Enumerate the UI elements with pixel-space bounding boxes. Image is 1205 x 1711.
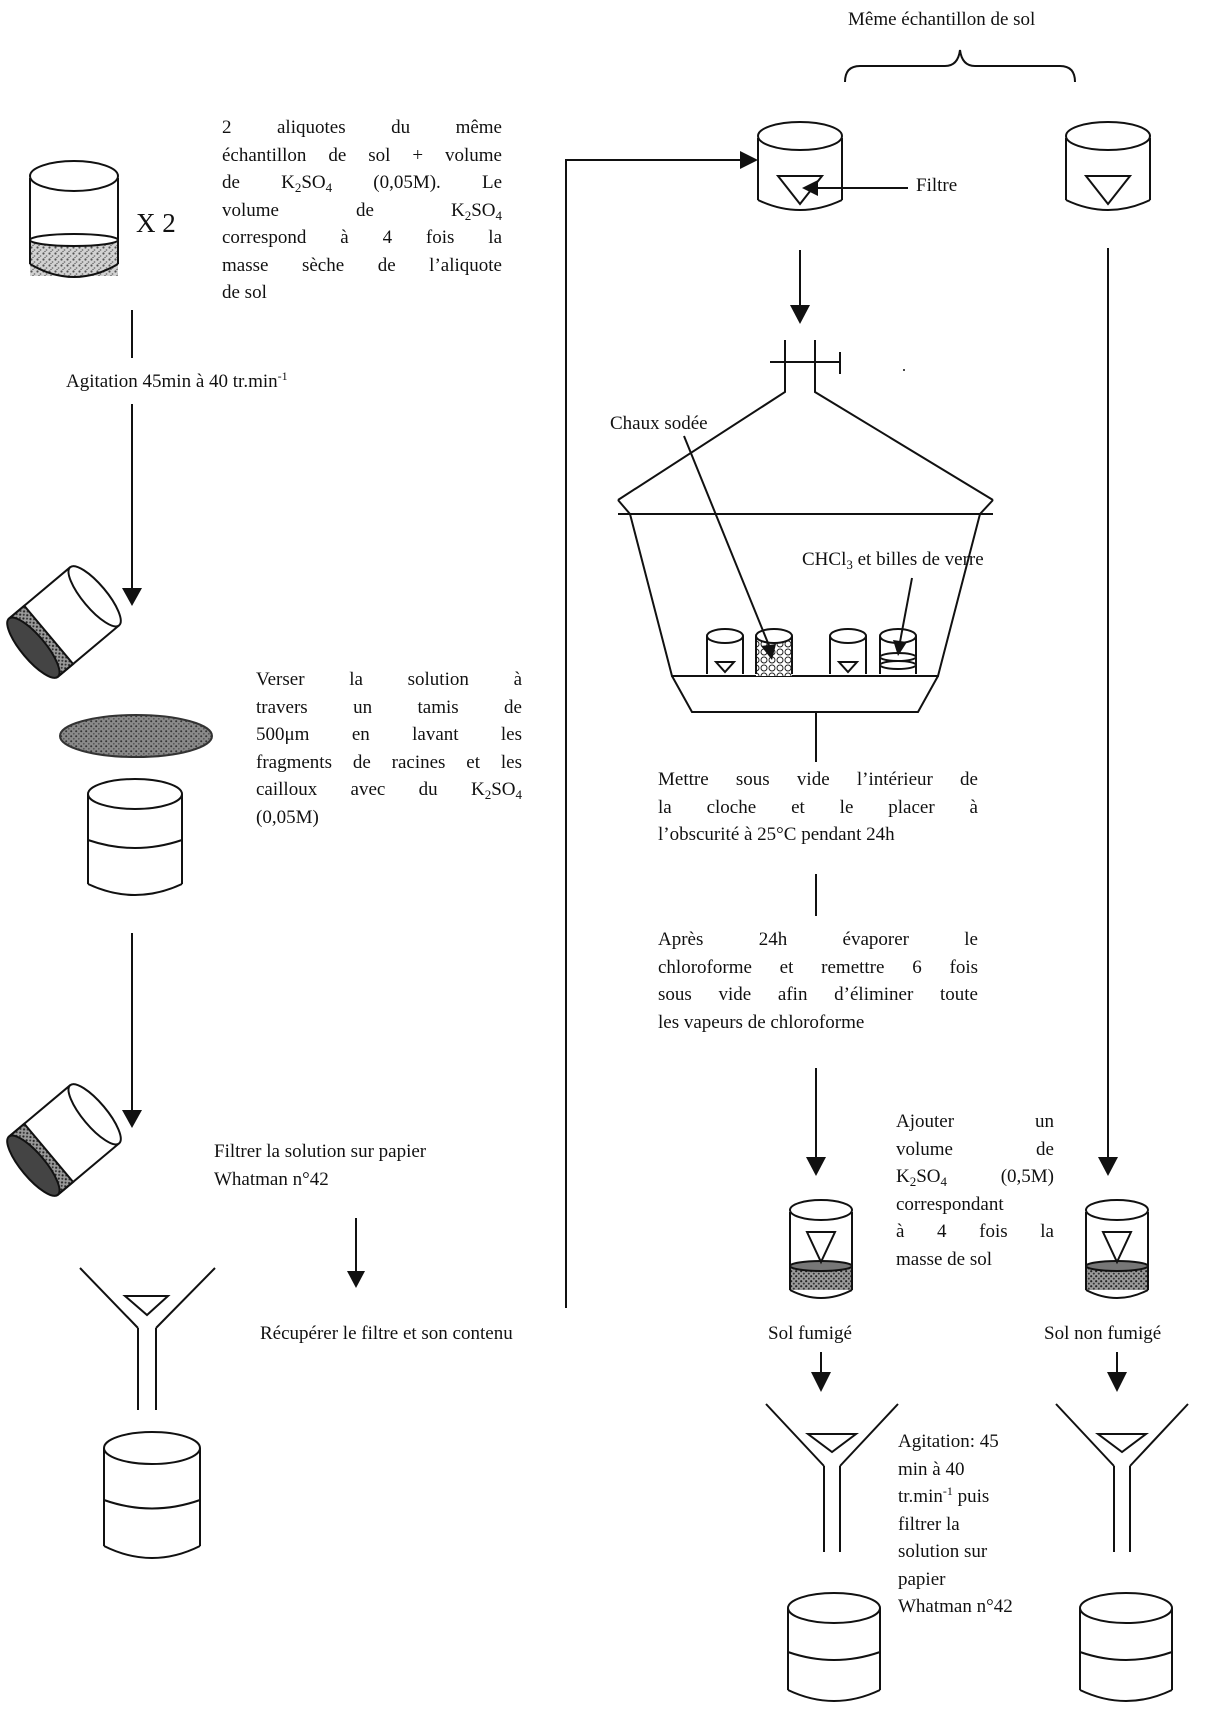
beaker-liquid-icon	[103, 1431, 201, 1559]
sieve-icon	[59, 714, 213, 758]
arrow-head	[761, 644, 776, 660]
chcl3-label: CHCl3 et billes de verre	[802, 549, 984, 572]
beaker-filter-icon	[1065, 121, 1151, 211]
recover-label: Récupérer le filtre et son contenu	[260, 1323, 513, 1344]
stopcock-icon	[770, 340, 841, 386]
add-solution-text: Ajouter un volume de K2SO4 (0,5M) corres…	[896, 1111, 1054, 1270]
vial-soda-lime-icon	[755, 628, 793, 676]
tilted-beaker-icon	[6, 1083, 122, 1197]
beaker-liquid-icon	[787, 1592, 881, 1702]
chcl3-pointer	[899, 577, 913, 643]
beaker-non-fumigated-icon	[1085, 1199, 1149, 1299]
pour-text: Verser la solution à travers un tamis de…	[256, 669, 522, 828]
times-two-label: X 2	[136, 208, 176, 238]
filter-text: Filtrer la solution sur papier Whatman n…	[214, 1141, 427, 1190]
beaker-liquid-icon	[1079, 1592, 1173, 1702]
arrow-head	[802, 180, 818, 196]
funnel-icon	[79, 1267, 216, 1410]
non-fumigated-label: Sol non fumigé	[1044, 1323, 1162, 1344]
aliquots-text: 2 aliquotes du même échantillon de sol +…	[222, 117, 502, 303]
arrow-head	[790, 305, 810, 324]
tilted-beaker-icon	[6, 565, 122, 679]
arrow-head	[1107, 1372, 1127, 1392]
beaker-filter-icon	[757, 121, 843, 211]
soda-lime-label: Chaux sodée	[610, 413, 708, 434]
funnel-icon	[1055, 1403, 1189, 1552]
vial-icon	[829, 628, 867, 674]
arrow-head	[122, 588, 142, 606]
vacuum-text: Mettre sous vide l’intérieur de la cloch…	[658, 769, 978, 845]
arrow-head	[806, 1157, 826, 1176]
agitation-label: Agitation 45min à 40 tr.min-1	[66, 369, 288, 392]
arrow-head	[740, 151, 758, 169]
beaker-fumigated-icon	[789, 1199, 853, 1299]
vial-icon	[706, 628, 744, 674]
fumigated-label: Sol fumigé	[768, 1323, 852, 1344]
same-sample-label: Même échantillon de sol	[848, 9, 1036, 30]
arrow-head	[1098, 1157, 1118, 1176]
arrow-head	[893, 640, 907, 656]
return-line	[565, 159, 740, 1308]
sample-brace	[844, 49, 1076, 83]
agitation-filter-text: Agitation: 45 min à 40 tr.min-1 puis fil…	[898, 1431, 1013, 1617]
desiccator-icon	[617, 386, 994, 713]
filtre-label: Filtre	[916, 175, 958, 196]
funnel-icon	[765, 1403, 899, 1552]
after-text: Après 24h évaporer le chloroforme et rem…	[658, 929, 978, 1033]
beaker-liquid-icon	[87, 778, 183, 896]
arrow-head	[811, 1372, 831, 1392]
arrow-head	[347, 1271, 365, 1288]
beaker-soil-icon	[29, 160, 119, 278]
arrow-head	[122, 1110, 142, 1128]
chaux-pointer	[683, 435, 771, 649]
vial-chcl3-icon	[879, 628, 917, 674]
